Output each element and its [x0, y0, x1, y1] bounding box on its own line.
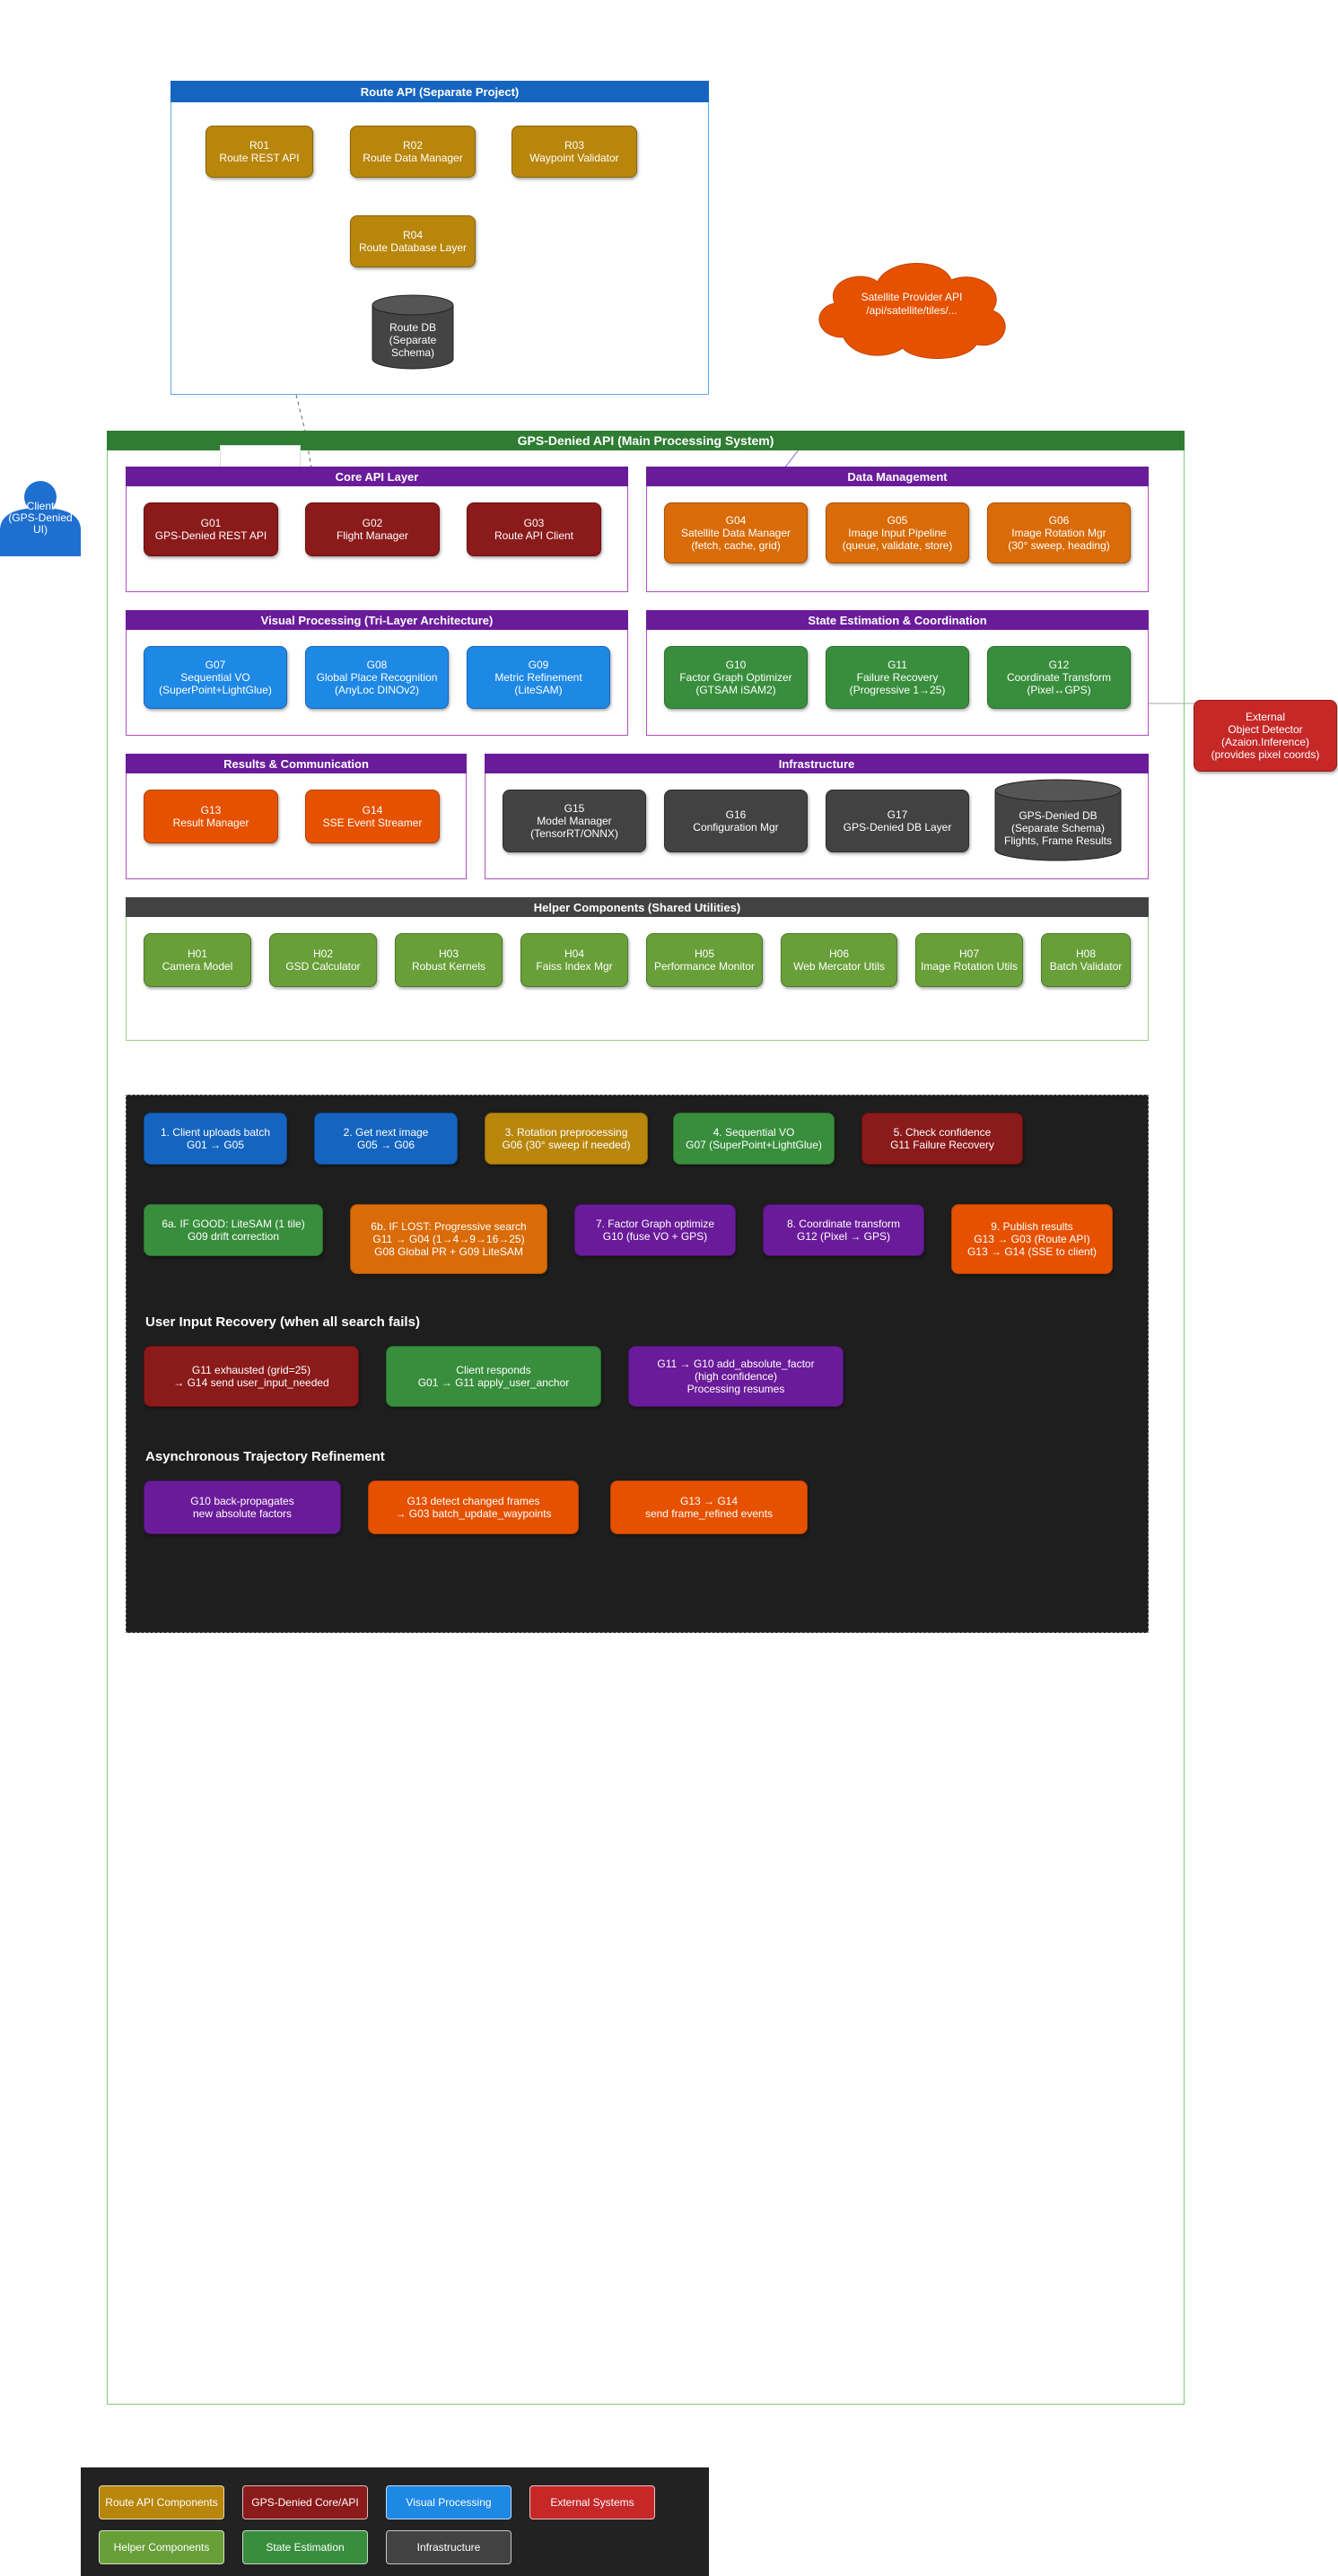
- flow-step-5[interactable]: 5. Check confidence G11 Failure Recovery: [861, 1113, 1023, 1165]
- async-refinement-title: Asynchronous Trajectory Refinement: [145, 1449, 385, 1464]
- flow-step-7[interactable]: 7. Factor Graph optimize G10 (fuse VO + …: [574, 1204, 736, 1256]
- node-g04[interactable]: G04 Satellite Data Manager (fetch, cache…: [664, 502, 808, 563]
- panel-helpers-title: Helper Components (Shared Utilities): [126, 897, 1149, 917]
- flow-step-6a[interactable]: 6a. IF GOOD: LiteSAM (1 tile) G09 drift …: [144, 1204, 323, 1256]
- client-line1: Client: [26, 500, 55, 512]
- legend-state: State Estimation: [242, 2530, 368, 2564]
- node-g13[interactable]: G13 Result Manager: [144, 790, 278, 843]
- legend-helper: Helper Components: [99, 2530, 224, 2564]
- database-icon: [372, 294, 454, 370]
- gpsdenied-db-line3: Flights, Frame Results: [1003, 834, 1113, 847]
- panel-results-title: Results & Communication: [126, 754, 467, 773]
- flow-step-9[interactable]: 9. Publish results G13 → G03 (Route API)…: [951, 1204, 1113, 1274]
- satellite-line2: /api/satellite/tiles/...: [866, 304, 958, 317]
- route-node-r04[interactable]: R04 Route Database Layer: [350, 215, 476, 267]
- recovery-step-2[interactable]: Client responds G01 → G11 apply_user_anc…: [386, 1346, 601, 1407]
- legend-route-api: Route API Components: [99, 2485, 224, 2519]
- flow-step-3[interactable]: 3. Rotation preprocessing G06 (30° sweep…: [485, 1113, 648, 1165]
- recovery-step-3[interactable]: G11 → G10 add_absolute_factor (high conf…: [628, 1346, 844, 1407]
- panel-visual-processing-title: Visual Processing (Tri-Layer Architectur…: [126, 610, 628, 630]
- node-g05[interactable]: G05 Image Input Pipeline (queue, validat…: [826, 502, 969, 563]
- legend-infra: Infrastructure: [386, 2530, 512, 2564]
- flow-step-4[interactable]: 4. Sequential VO G07 (SuperPoint+LightGl…: [673, 1113, 835, 1165]
- panel-state-estimation-title: State Estimation & Coordination: [646, 610, 1149, 630]
- route-db-line3: Schema): [390, 346, 435, 359]
- node-h01[interactable]: H01 Camera Model: [144, 933, 251, 987]
- main-system-title: GPS-Denied API (Main Processing System): [107, 431, 1185, 450]
- node-g02[interactable]: G02 Flight Manager: [305, 502, 440, 556]
- node-h08[interactable]: H08 Batch Validator: [1041, 933, 1131, 987]
- node-g16[interactable]: G16 Configuration Mgr: [664, 790, 808, 852]
- satellite-provider-cloud[interactable]: Satellite Provider API /api/satellite/ti…: [808, 251, 1016, 362]
- user-recovery-title: User Input Recovery (when all search fai…: [145, 1314, 420, 1330]
- node-g08[interactable]: G08 Global Place Recognition (AnyLoc DIN…: [305, 646, 449, 709]
- legend-gps-core: GPS-Denied Core/API: [242, 2485, 368, 2519]
- node-h02[interactable]: H02 GSD Calculator: [269, 933, 377, 987]
- node-g14[interactable]: G14 SSE Event Streamer: [305, 790, 440, 843]
- flow-step-2[interactable]: 2. Get next image G05 → G06: [314, 1113, 458, 1165]
- flow-step-1[interactable]: 1. Client uploads batch G01 → G05: [144, 1113, 287, 1165]
- node-h05[interactable]: H05 Performance Monitor: [646, 933, 763, 987]
- recovery-step-1[interactable]: G11 exhausted (grid=25) → G14 send user_…: [144, 1346, 359, 1407]
- node-g09[interactable]: G09 Metric Refinement (LiteSAM): [467, 646, 610, 709]
- database-icon: [994, 779, 1122, 861]
- panel-core-api-title: Core API Layer: [126, 467, 628, 486]
- external-object-detector[interactable]: External Object Detector (Azaion.Inferen…: [1194, 700, 1337, 772]
- panel-helpers: Helper Components (Shared Utilities): [126, 897, 1149, 1041]
- node-g15[interactable]: G15 Model Manager (TensorRT/ONNX): [503, 790, 646, 852]
- panel-data-management-title: Data Management: [646, 467, 1149, 486]
- node-g06[interactable]: G06 Image Rotation Mgr (30° sweep, headi…: [987, 502, 1131, 563]
- async-step-1[interactable]: G10 back-propagates new absolute factors: [144, 1480, 341, 1534]
- main-system-container: GPS-Denied API (Main Processing System): [107, 431, 1185, 2405]
- node-g07[interactable]: G07 Sequential VO (SuperPoint+LightGlue): [144, 646, 287, 709]
- route-db-line1: Route DB: [389, 321, 437, 334]
- cloud-icon: [818, 263, 1006, 360]
- route-db-cylinder[interactable]: Route DB (Separate Schema): [372, 294, 454, 370]
- route-node-r02[interactable]: R02 Route Data Manager: [350, 126, 476, 178]
- node-g03[interactable]: G03 Route API Client: [467, 502, 601, 556]
- node-g11[interactable]: G11 Failure Recovery (Progressive 1→25): [826, 646, 969, 709]
- async-step-2[interactable]: G13 detect changed frames → G03 batch_up…: [368, 1480, 579, 1534]
- gpsdenied-db-line1: GPS-Denied DB: [1019, 809, 1098, 822]
- node-g17[interactable]: G17 GPS-Denied DB Layer: [826, 790, 969, 852]
- client-line2: (GPS-Denied: [8, 511, 73, 524]
- route-db-line2: (Separate: [389, 334, 437, 346]
- flow-step-6b[interactable]: 6b. IF LOST: Progressive search G11 → G0…: [350, 1204, 547, 1274]
- node-g12[interactable]: G12 Coordinate Transform (Pixel↔GPS): [987, 646, 1131, 709]
- node-g01[interactable]: G01 GPS-Denied REST API: [144, 502, 278, 556]
- label-mask: [220, 445, 301, 470]
- node-h04[interactable]: H04 Faiss Index Mgr: [520, 933, 628, 987]
- gpsdenied-db-cylinder[interactable]: GPS-Denied DB (Separate Schema) Flights,…: [994, 779, 1122, 861]
- legend-visual: Visual Processing: [386, 2485, 512, 2519]
- node-h07[interactable]: H07 Image Rotation Utils: [915, 933, 1023, 987]
- node-g10[interactable]: G10 Factor Graph Optimizer (GTSAM iSAM2): [664, 646, 808, 709]
- client-actor[interactable]: Client (GPS-Denied UI): [0, 481, 81, 556]
- legend-external: External Systems: [529, 2485, 655, 2519]
- satellite-line1: Satellite Provider API: [861, 291, 963, 303]
- flow-step-8[interactable]: 8. Coordinate transform G12 (Pixel → GPS…: [763, 1204, 924, 1256]
- panel-infrastructure-title: Infrastructure: [485, 754, 1149, 773]
- route-node-r01[interactable]: R01 Route REST API: [206, 126, 313, 178]
- async-step-3[interactable]: G13 → G14 send frame_refined events: [610, 1480, 808, 1534]
- route-api-title: Route API (Separate Project): [171, 81, 709, 102]
- route-node-r03[interactable]: R03 Waypoint Validator: [512, 126, 637, 178]
- client-line3: UI): [33, 523, 48, 536]
- node-h03[interactable]: H03 Robust Kernels: [395, 933, 503, 987]
- user-icon: [0, 481, 81, 556]
- gpsdenied-db-line2: (Separate Schema): [1010, 822, 1106, 834]
- node-h06[interactable]: H06 Web Mercator Utils: [781, 933, 897, 987]
